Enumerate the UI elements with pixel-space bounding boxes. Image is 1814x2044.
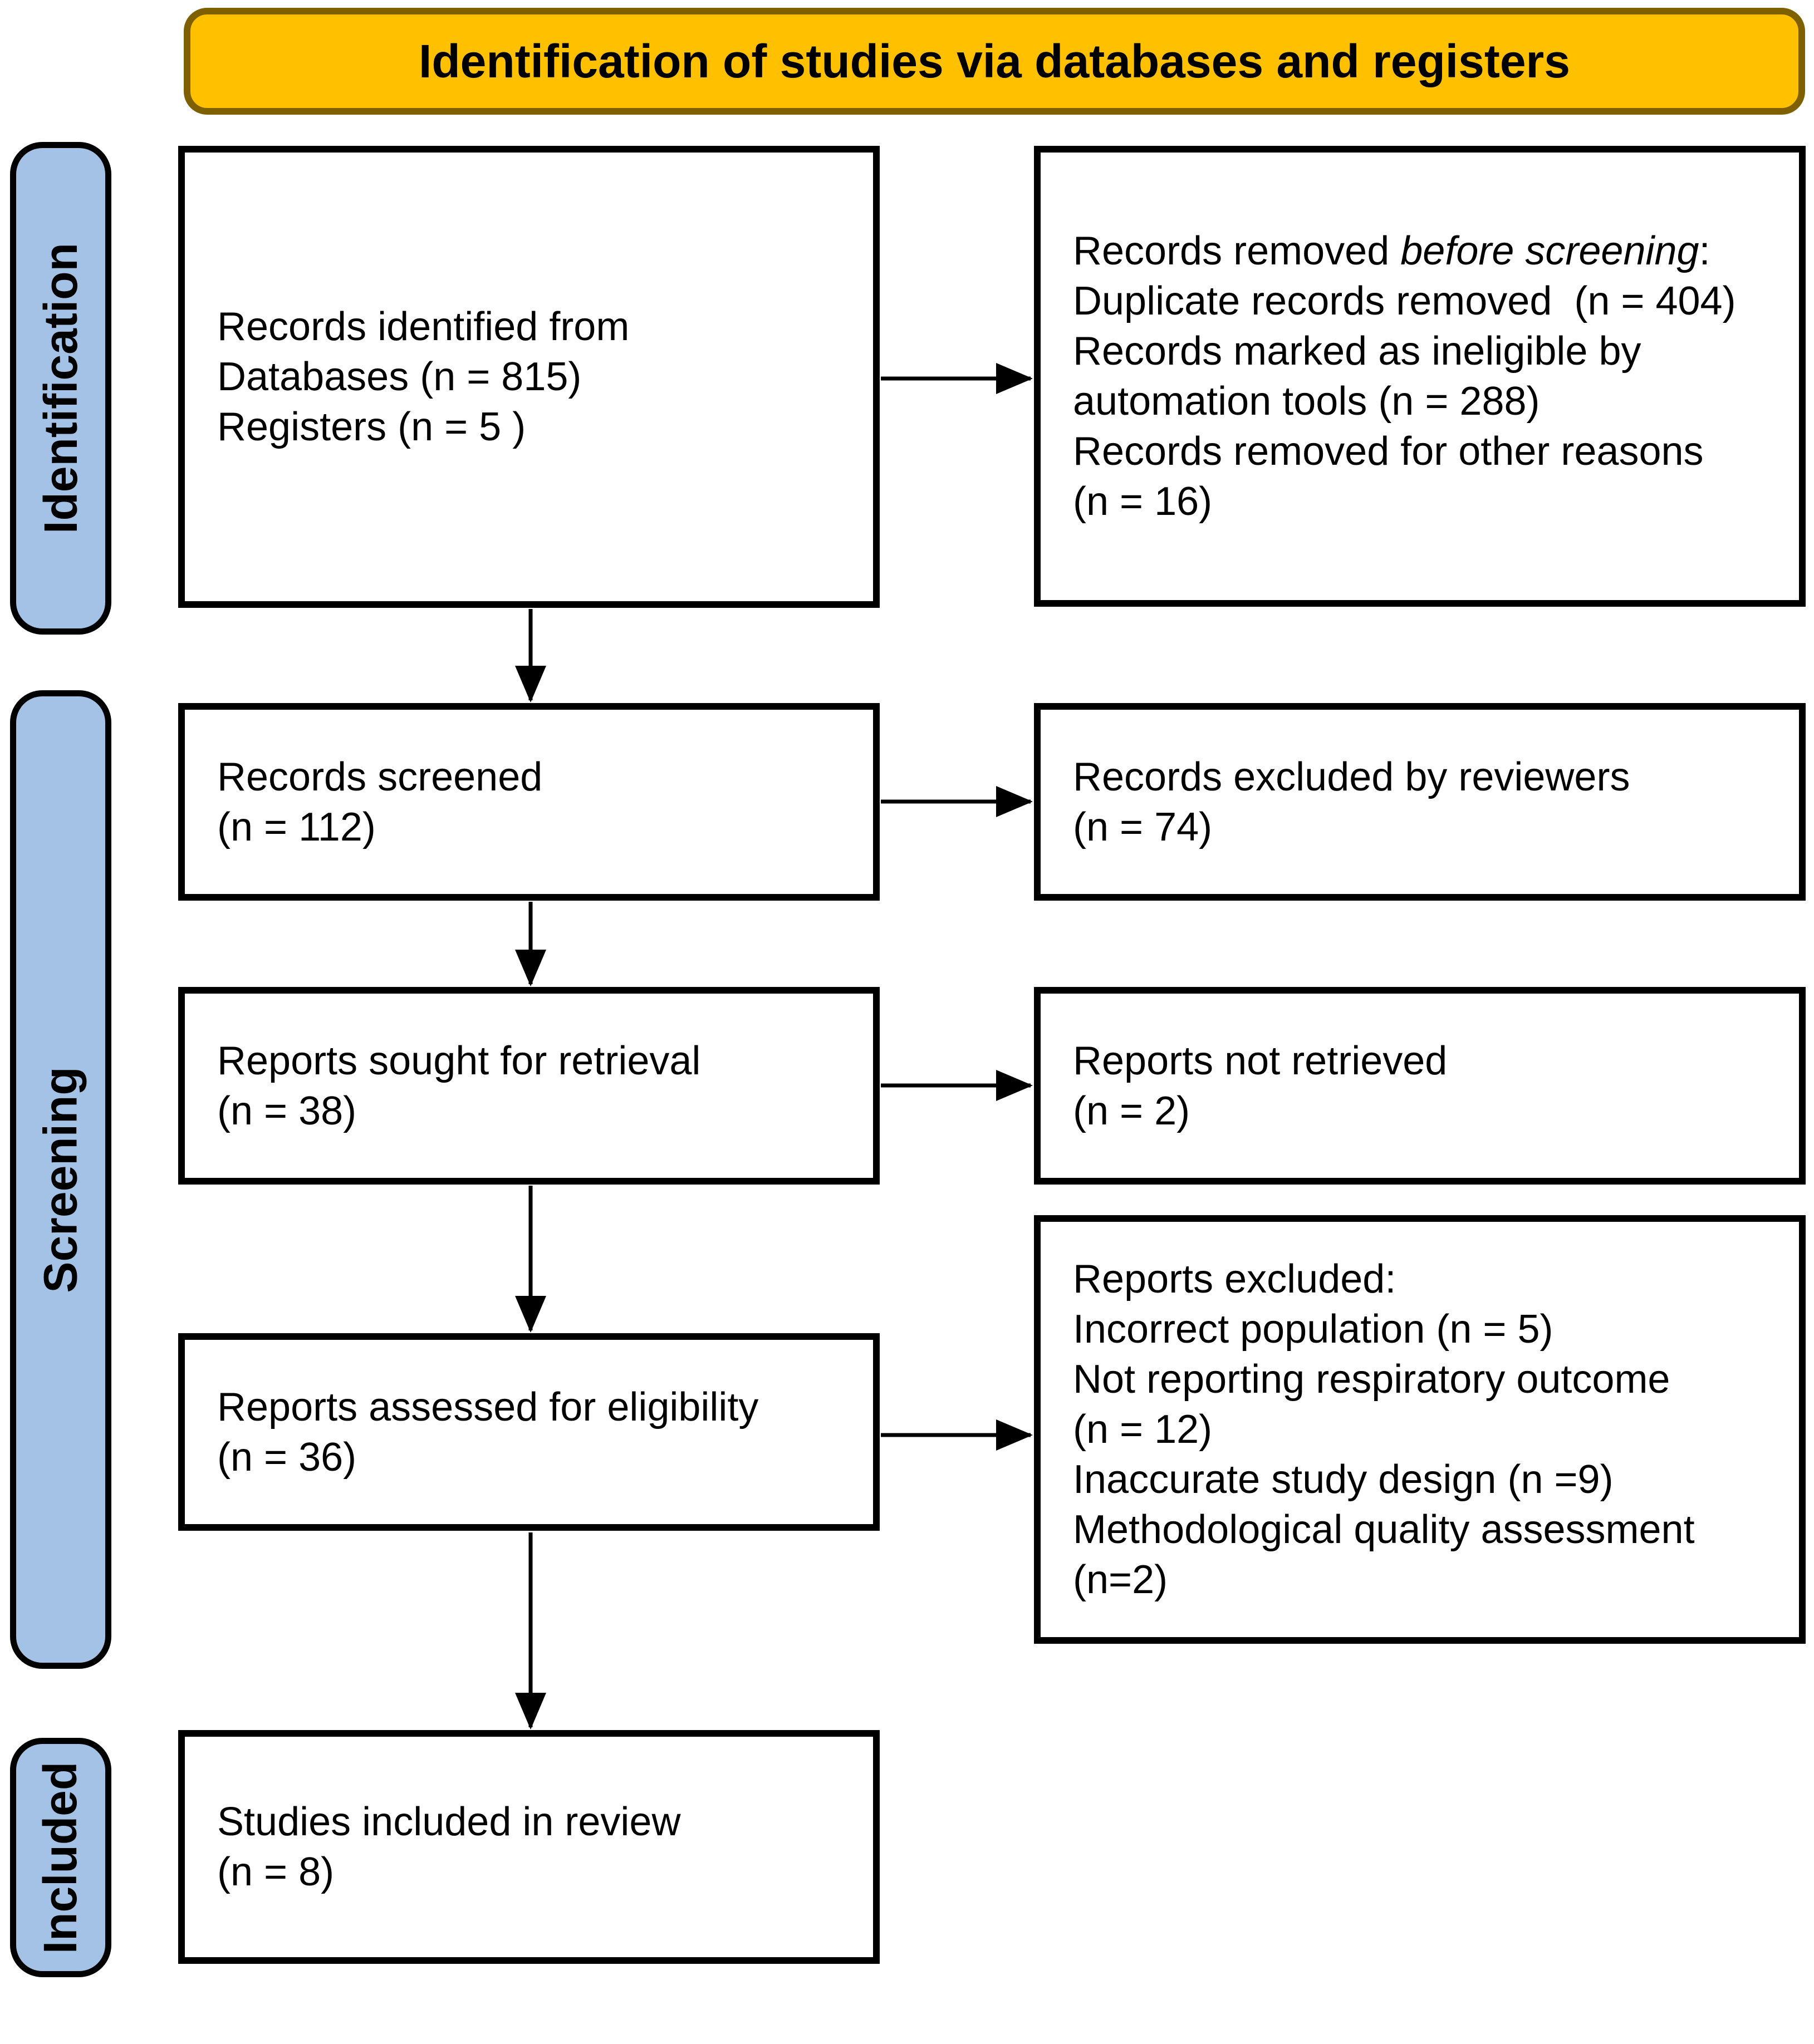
box-records-identified: Records identified from Databases (n = 8…: [178, 146, 880, 608]
text-line: Studies included in review: [217, 1800, 681, 1844]
text-line: Duplicate records removed (n = 404): [1073, 279, 1736, 323]
box-studies-included: Studies included in review (n = 8): [178, 1730, 880, 1964]
text-line: (n = 36): [217, 1434, 357, 1480]
box-records-screened: Records screened (n = 112): [178, 703, 880, 901]
text-segment-italic: before screening: [1400, 229, 1699, 273]
text-segment: Records removed: [1073, 229, 1401, 273]
text-line: Records excluded by reviewers: [1073, 754, 1630, 799]
box-reports-excluded: Reports excluded: Incorrect population (…: [1034, 1215, 1806, 1644]
text-line: (n = 112): [217, 804, 376, 849]
stage-label-included: Included: [10, 1738, 111, 1977]
text-line: Not reporting respiratory outcome: [1073, 1357, 1670, 1402]
text-line: Records identified from: [217, 304, 630, 349]
text-line: Reports not retrieved: [1073, 1038, 1448, 1083]
box-records-removed-before-screening: Records removed before screening: Duplic…: [1034, 146, 1806, 607]
stage-screening-text: Screening: [34, 1066, 87, 1293]
text-line: Records screened: [217, 754, 543, 799]
text-line: Records removed before screening:: [1073, 226, 1791, 276]
text-line: Reports assessed for eligibility: [217, 1384, 759, 1429]
stage-label-identification: Identification: [10, 142, 111, 635]
header-title: Identification of studies via databases …: [419, 35, 1570, 87]
text-line: (n = 38): [217, 1088, 357, 1133]
text-line: Databases (n = 815): [217, 355, 582, 399]
text-line: Reports excluded:: [1073, 1257, 1396, 1301]
box-reports-assessed: Reports assessed for eligibility (n = 36…: [178, 1333, 880, 1531]
text-line: Inaccurate study design (n =9): [1073, 1457, 1614, 1502]
text-line: Records marked as ineligible by: [1073, 329, 1641, 374]
text-line: automation tools (n = 288): [1073, 379, 1540, 424]
text-line: (n = 74): [1073, 804, 1213, 849]
text-line: (n = 12): [1073, 1407, 1213, 1452]
text-line: Reports sought for retrieval: [217, 1038, 701, 1083]
text-line: (n = 8): [217, 1850, 335, 1894]
text-line: Registers (n = 5 ): [217, 405, 526, 449]
box-reports-not-retrieved: Reports not retrieved (n = 2): [1034, 987, 1806, 1185]
text-line: (n = 2): [1073, 1088, 1190, 1133]
stage-included-text: Included: [34, 1761, 87, 1954]
text-segment: :: [1699, 229, 1710, 273]
text-line: (n = 16): [1073, 479, 1213, 524]
text-line: (n=2): [1073, 1557, 1168, 1602]
stage-label-screening: Screening: [10, 690, 111, 1669]
header-banner: Identification of studies via databases …: [184, 8, 1805, 115]
box-reports-sought: Reports sought for retrieval (n = 38): [178, 987, 880, 1185]
box-records-excluded-by-reviewers: Records excluded by reviewers (n = 74): [1034, 703, 1806, 901]
text-line: Incorrect population (n = 5): [1073, 1307, 1553, 1352]
stage-identification-text: Identification: [34, 243, 87, 534]
text-line: Methodological quality assessment: [1073, 1507, 1695, 1552]
text-line: Records removed for other reasons: [1073, 429, 1704, 474]
